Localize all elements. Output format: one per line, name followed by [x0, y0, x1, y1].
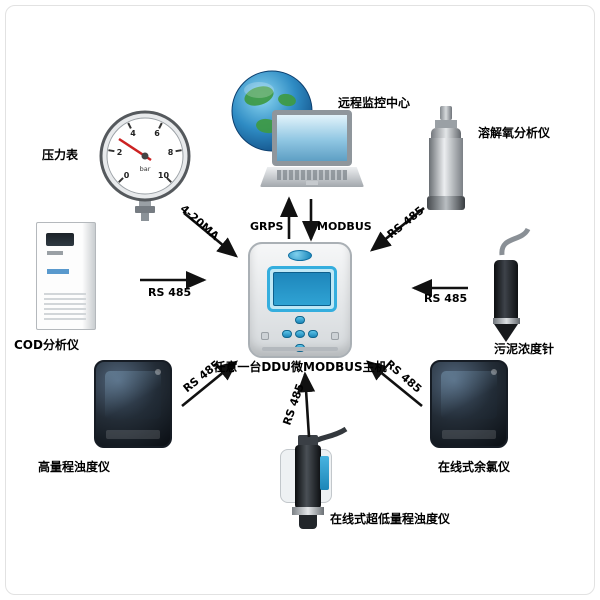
chlorine-indicator: [491, 369, 497, 375]
laptop-screen: [272, 110, 352, 166]
laptop-keys: [276, 170, 348, 180]
host-label: 任意一台DDU微MODBUS主机: [213, 360, 387, 374]
laptop-touchpad: [305, 181, 319, 185]
gauge-number-2: 2: [117, 148, 123, 157]
sludge-link-label: RS 485: [424, 292, 468, 305]
cod-link-label: RS 485: [148, 286, 192, 299]
keypad-left-button: [282, 330, 292, 338]
grps-link-label: GRPS: [250, 220, 284, 233]
lowturb-collar: [292, 507, 324, 515]
residual-chlorine-device: [430, 360, 508, 448]
host-foot-strip: [262, 347, 338, 351]
gauge-number-6: 6: [154, 129, 160, 138]
dissolved-oxygen-label: 溶解氧分析仪: [478, 126, 551, 140]
highturb-label-strip: [106, 430, 160, 439]
dissolved-oxygen-analyzer-device: [420, 106, 472, 210]
cod-button-strip: [47, 251, 63, 255]
ddu-modbus-host-device: [248, 242, 352, 358]
do-top-cap: [440, 106, 452, 120]
do-neck: [435, 120, 457, 128]
cod-analyzer-device: [36, 222, 96, 330]
cod-analyzer-label: COD分析仪: [14, 338, 79, 352]
gauge-number-4: 4: [130, 129, 136, 138]
host-display-panel: [273, 272, 331, 306]
high-range-turbidity-device: [94, 360, 172, 448]
laptop-monitoring-station: [260, 110, 364, 187]
keypad-right-button: [308, 330, 318, 338]
sludge-probe-cable: [499, 227, 531, 256]
keypad-up-button: [295, 316, 305, 324]
remote-center-label: 远程监控中心: [338, 96, 411, 110]
gauge-number-8: 8: [168, 148, 174, 157]
modbus-link-label: MODBUS: [317, 220, 372, 233]
laptop-keyboard: [260, 167, 364, 187]
gauge-unit-label: bar: [140, 165, 151, 173]
do-shoulder: [431, 128, 461, 138]
highturb-screen: [105, 371, 161, 419]
highturb-indicator: [155, 369, 161, 375]
cod-display: [46, 233, 74, 246]
cod-vent-louvers: [44, 293, 86, 321]
sludge-probe-body: [494, 260, 518, 318]
residual-chlorine-label: 在线式余氯仪: [438, 460, 511, 474]
sludge-probe-label: 污泥浓度针: [494, 342, 555, 356]
gauge-ticks: [108, 122, 182, 183]
canvas-border: [5, 5, 595, 595]
lowturb-tip: [299, 515, 317, 529]
sludge-probe-ring: [492, 318, 520, 324]
gauge-hub: [141, 152, 149, 160]
sludge-probe-device: [478, 226, 534, 342]
high-range-turbidity-label: 高量程浊度仪: [38, 460, 111, 474]
do-sensor-head: [427, 196, 465, 210]
pressure-gauge-device: 0 2 4 6 8 10 bar: [99, 110, 191, 221]
keypad-enter-button: [295, 330, 305, 338]
chlorine-label-strip: [442, 430, 496, 439]
do-body: [429, 138, 463, 196]
host-display: [267, 266, 337, 312]
ultra-low-turbidity-device: [262, 425, 354, 530]
pressure-gauge-label: 压力表: [42, 148, 79, 162]
ultra-low-turbidity-label: 在线式超低量程浊度仪: [330, 512, 451, 526]
cod-logo-strip: [47, 269, 69, 274]
gauge-scale-numbers: 0 2 4 6 8 10: [117, 129, 174, 180]
gauge-number-0: 0: [124, 171, 130, 180]
host-logo-oval: [288, 250, 312, 261]
host-side-button-right: [331, 332, 339, 340]
sludge-probe-tip: [494, 324, 518, 342]
lowturb-body: [295, 445, 321, 509]
host-side-button-left: [261, 332, 269, 340]
chlorine-screen: [441, 371, 497, 419]
gauge-number-10: 10: [158, 171, 170, 180]
lowturb-blue-label: [320, 456, 329, 490]
